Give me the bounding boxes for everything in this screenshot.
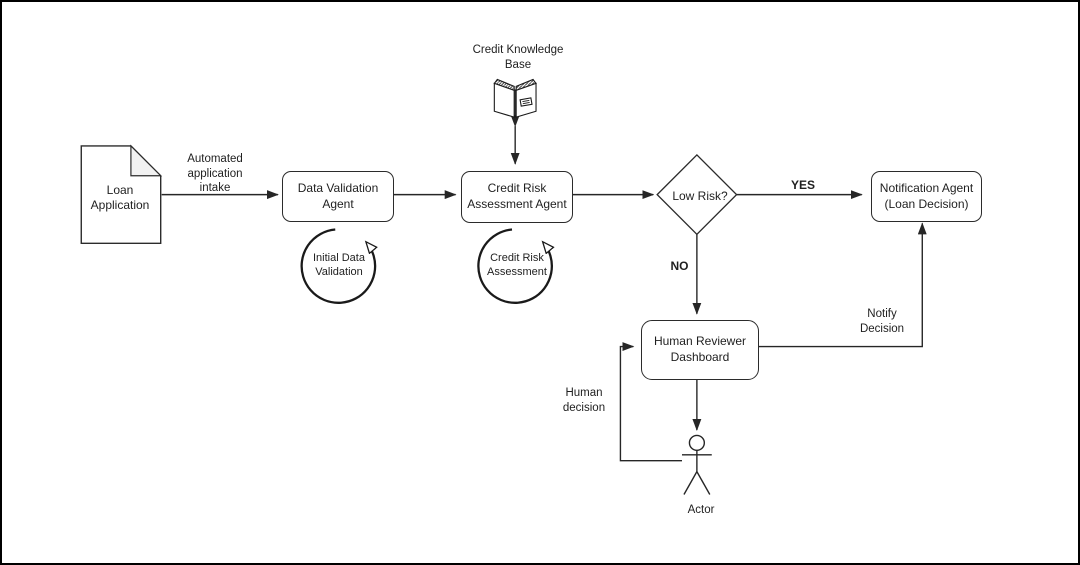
loan-application-document-shape (80, 144, 163, 244)
edge-label-human-decision: Human decision (562, 387, 606, 414)
actor-label: Actor (687, 504, 715, 516)
decision-label: Low Risk? (672, 189, 728, 203)
loop-credit-assessment-arrow (477, 228, 551, 304)
loop-initial-validation-arrow (300, 228, 375, 304)
edge-notify-decision (755, 222, 927, 348)
edge-label-notify-decision: Notify Decision (859, 308, 905, 335)
actor-figure (681, 434, 712, 495)
edge-label-no: NO (670, 259, 689, 273)
edge-label-intake: Automated application intake (187, 153, 243, 195)
node-data-validation-agent: Data Validation Agent (282, 171, 394, 222)
node-human-reviewer-dashboard: Human Reviewer Dashboard (641, 320, 759, 380)
decision-diamond-shape (656, 153, 738, 236)
loan-application-label: Loan Application (90, 183, 150, 213)
node-notification-agent: Notification Agent (Loan Decision) (871, 171, 982, 222)
edge-label-yes: YES (790, 178, 815, 192)
knowledge-base-label: Credit Knowledge Base (472, 44, 564, 71)
book-icon (493, 78, 537, 118)
edge-human-decision-feedback (619, 342, 682, 462)
node-credit-risk-assessment-agent: Credit Risk Assessment Agent (461, 171, 573, 223)
loop-credit-assessment-label: Credit Risk Assessment (487, 252, 547, 279)
loop-initial-validation-label: Initial Data Validation (313, 252, 365, 279)
